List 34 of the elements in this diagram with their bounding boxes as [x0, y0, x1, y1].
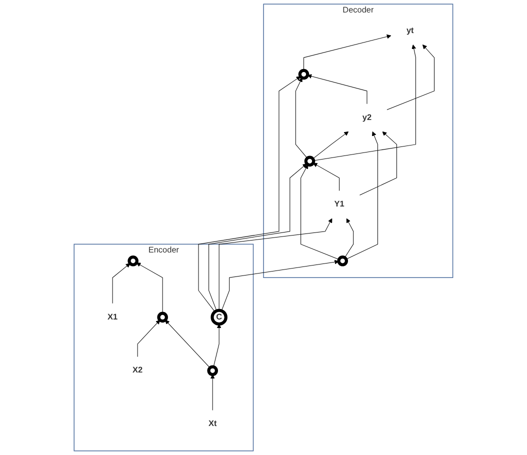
arrow: [221, 260, 340, 312]
arrow: [313, 44, 416, 161]
arrow: [307, 74, 368, 104]
node-text: Xt: [208, 420, 217, 428]
node-circle: [157, 312, 168, 323]
arrow: [386, 44, 435, 110]
node-circle: [298, 68, 310, 80]
node-text: X2: [132, 366, 143, 375]
arrow: [344, 218, 354, 258]
node-text: Y1: [334, 200, 344, 209]
arrow: [304, 34, 392, 71]
arrow: [136, 262, 163, 314]
arrow: [198, 76, 301, 312]
arrow: [312, 162, 340, 191]
arrow: [360, 131, 398, 196]
arrow: [300, 164, 340, 260]
node-circle: C: [210, 308, 228, 326]
node-circle: [128, 256, 139, 266]
node-text: y2: [362, 113, 372, 122]
node-text: yt: [406, 26, 414, 35]
arrow: [218, 218, 332, 311]
arrow: [137, 320, 160, 358]
arrow: [346, 131, 378, 260]
arrow: [213, 324, 222, 368]
arrow: [312, 131, 349, 160]
arrow: [165, 320, 210, 368]
node-text: X1: [108, 312, 118, 322]
arrow: [112, 263, 130, 304]
node-circle: [337, 256, 348, 266]
node-circle: [207, 365, 218, 376]
node-circle: [304, 156, 316, 167]
arrow: [295, 78, 308, 158]
arrow: [210, 374, 215, 411]
arrow: [208, 163, 308, 312]
